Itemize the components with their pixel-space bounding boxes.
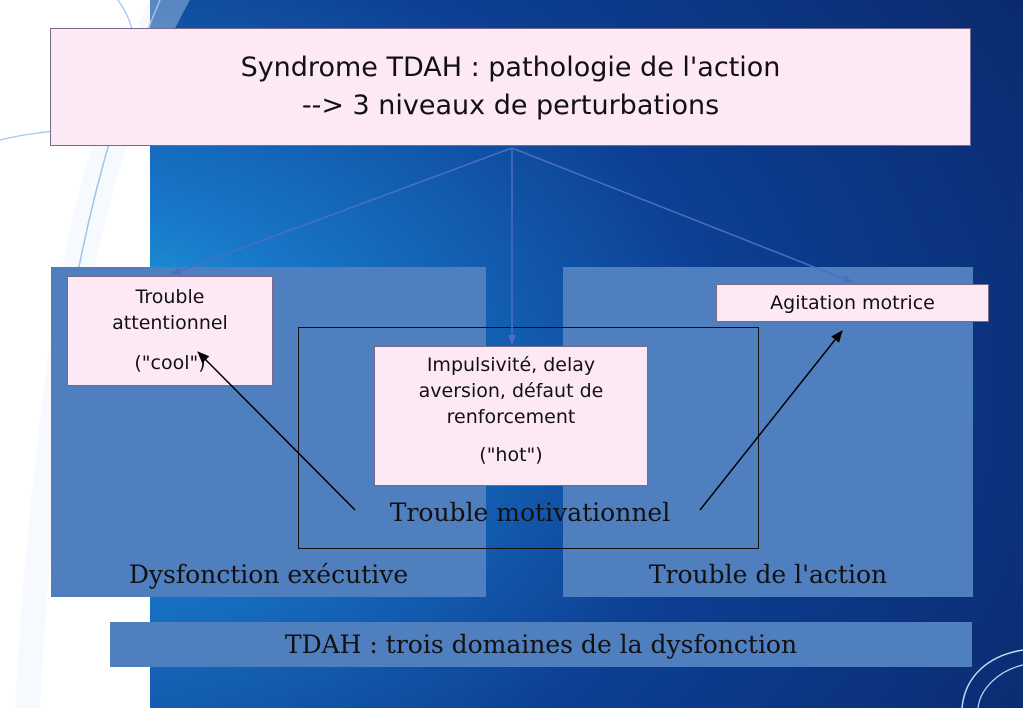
label-action-disorder: Trouble de l'action [648, 560, 888, 589]
attention-line-2: attentionnel [112, 312, 228, 334]
motor-agitation-box: Agitation motrice [716, 284, 989, 322]
impulsivity-line-3: renforcement [446, 406, 576, 428]
impulsivity-tag: ("hot") [479, 444, 543, 466]
title-box: Syndrome TDAH : pathologie de l'action -… [50, 28, 971, 146]
label-motivational-disorder: Trouble motivationnel [389, 498, 671, 527]
impulsivity-line-1: Impulsivité, delay [426, 354, 596, 376]
impulsivity-box: Impulsivité, delay aversion, défaut de r… [374, 346, 648, 486]
title-line-1: Syndrome TDAH : pathologie de l'action [240, 52, 781, 83]
label-executive-dysfunction: Dysfonction exécutive [128, 560, 409, 589]
agitation-label: Agitation motrice [770, 292, 935, 314]
title-line-2: --> 3 niveaux de perturbations [301, 90, 720, 121]
impulsivity-line-2: aversion, défaut de [418, 380, 604, 402]
footer-banner: TDAH : trois domaines de la dysfonction [110, 622, 972, 667]
attention-disorder-box: Trouble attentionnel ("cool") [67, 276, 273, 386]
attention-tag: ("cool") [134, 352, 206, 374]
attention-line-1: Trouble [135, 286, 205, 308]
